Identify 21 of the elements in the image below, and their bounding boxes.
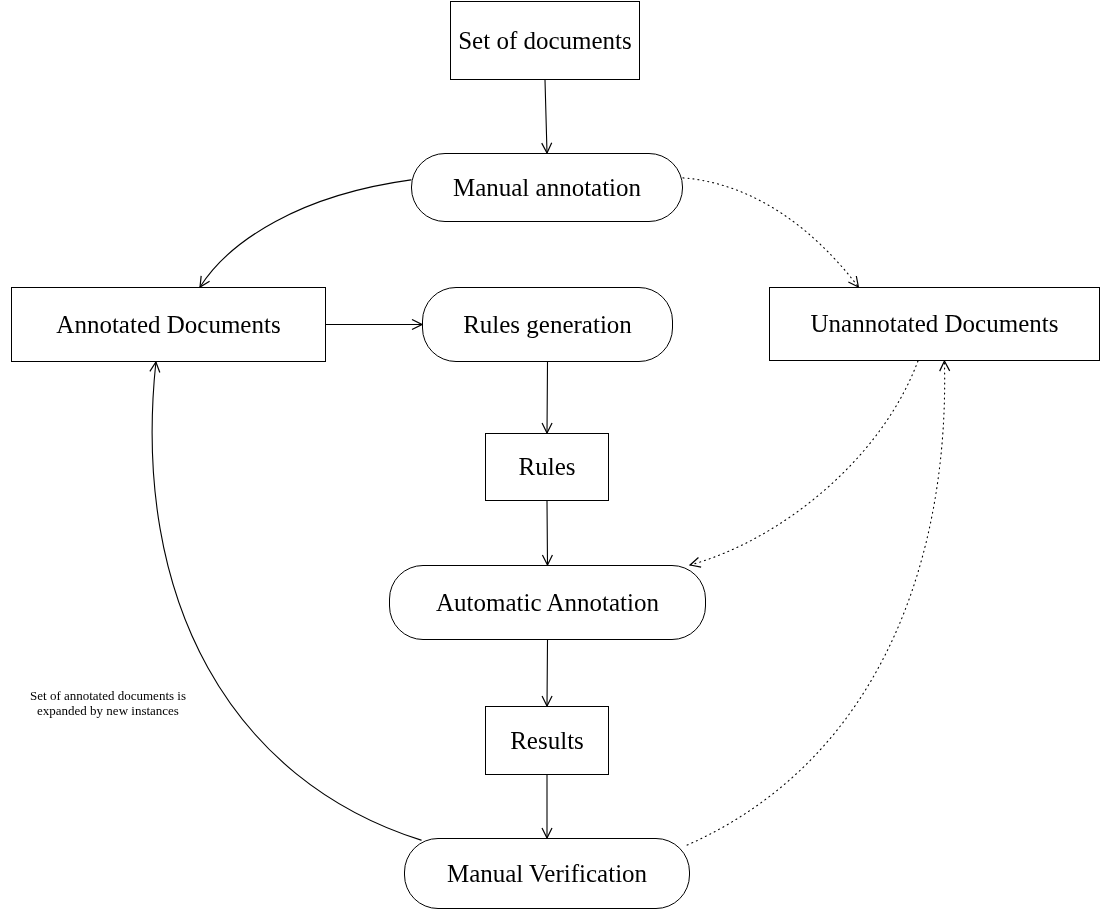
arrow	[199, 179, 412, 288]
edge-label: Set of annotated documents is expanded by new instances	[29, 688, 187, 718]
arrow	[689, 360, 919, 568]
data-box: Rules	[485, 433, 609, 501]
arrow	[686, 360, 950, 846]
arrow	[149, 361, 422, 841]
arrow	[682, 177, 859, 288]
arrow	[541, 361, 553, 434]
arrow	[325, 318, 423, 331]
data-box: Results	[485, 706, 609, 775]
process-box: Manual Verification	[404, 838, 690, 909]
data-box: Annotated Documents	[11, 287, 326, 362]
arrow	[541, 79, 553, 154]
data-box: Set of documents	[450, 1, 640, 80]
process-box: Automatic Annotation	[389, 565, 706, 640]
process-box: Rules generation	[422, 287, 673, 362]
process-box: Manual annotation	[411, 153, 683, 222]
data-box: Unannotated Documents	[769, 287, 1100, 361]
arrow	[541, 500, 553, 566]
arrow	[541, 774, 553, 839]
arrow	[541, 639, 553, 707]
